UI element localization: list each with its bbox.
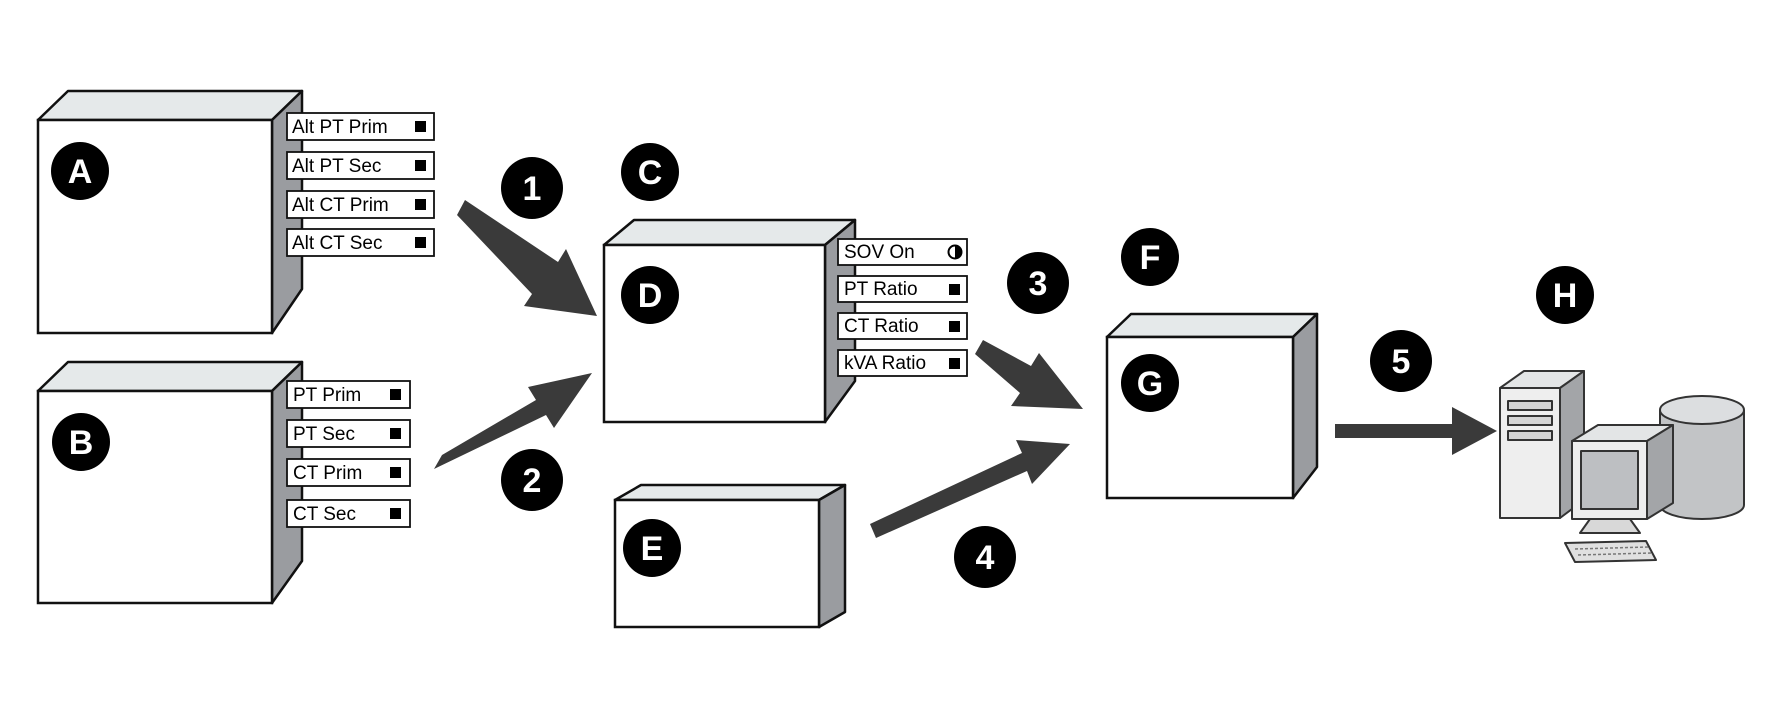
port-label: kVA Ratio (844, 353, 926, 374)
module-box-b: PT Prim PT Sec CT Prim CT Sec (36, 360, 411, 605)
port-label: PT Ratio (844, 279, 918, 300)
badge-c-label: C (638, 154, 663, 192)
box-e-top (613, 483, 847, 502)
arrow-5 (1335, 407, 1497, 455)
port-label: CT Sec (293, 504, 356, 525)
port-label: CT Ratio (844, 316, 919, 337)
badge-g-label: G (1137, 365, 1163, 403)
square-indicator-icon (415, 237, 426, 248)
arrow-4 (870, 440, 1070, 538)
badge-a-label: A (68, 153, 93, 191)
port-a-3: Alt CT Sec (286, 228, 435, 257)
badge-f-label: F (1140, 239, 1161, 277)
port-d-0: SOV On (837, 238, 968, 266)
square-indicator-icon (949, 284, 960, 295)
port-label: CT Prim (293, 463, 362, 484)
step-4-label: 4 (976, 539, 995, 577)
port-a-0: Alt PT Prim (286, 112, 435, 141)
square-indicator-icon (415, 160, 426, 171)
port-list-b: PT Prim PT Sec CT Prim CT Sec (286, 380, 411, 528)
box-a-top (36, 89, 304, 122)
database-icon (1659, 395, 1745, 520)
square-indicator-icon (390, 428, 401, 439)
square-indicator-icon (949, 321, 960, 332)
port-label: Alt PT Sec (292, 156, 381, 177)
step-3-label: 3 (1029, 265, 1048, 303)
port-b-2: CT Prim (286, 458, 411, 487)
port-d-2: CT Ratio (837, 312, 968, 340)
port-label: PT Prim (293, 385, 361, 406)
badge-e-label: E (641, 530, 664, 568)
badge-f: F (1121, 228, 1179, 286)
port-d-3: kVA Ratio (837, 349, 968, 377)
module-box-a: Alt PT Prim Alt PT Sec Alt CT Prim Alt C… (36, 89, 435, 335)
badge-h-label: H (1553, 277, 1578, 315)
square-indicator-icon (415, 199, 426, 210)
badges: A B C D E F G H (51, 142, 1594, 588)
port-label: Alt CT Sec (292, 233, 382, 254)
port-label: PT Sec (293, 424, 355, 445)
badge-b: B (52, 413, 110, 471)
step-5-label: 5 (1392, 343, 1411, 381)
tower-icon (1499, 370, 1585, 519)
step-1-label: 1 (523, 170, 542, 208)
badge-a: A (51, 142, 109, 200)
arrow-2 (434, 373, 592, 469)
port-list-a: Alt PT Prim Alt PT Sec Alt CT Prim Alt C… (286, 112, 435, 257)
badge-c: C (621, 143, 679, 201)
arrow-3 (975, 340, 1083, 409)
port-label: Alt PT Prim (292, 117, 388, 138)
arrow-1 (457, 200, 597, 316)
port-b-0: PT Prim (286, 380, 411, 409)
step-badge-5: 5 (1370, 330, 1432, 392)
port-label: Alt CT Prim (292, 195, 389, 216)
arrows (434, 200, 1497, 538)
port-a-1: Alt PT Sec (286, 151, 435, 180)
step-badge-4: 4 (954, 526, 1016, 588)
box-g-top (1105, 312, 1319, 339)
port-label: SOV On (844, 242, 915, 263)
square-indicator-icon (390, 389, 401, 400)
half-circle-indicator-icon (947, 244, 963, 260)
box-d-top (602, 218, 857, 247)
port-a-2: Alt CT Prim (286, 190, 435, 219)
keyboard-icon (1564, 540, 1657, 563)
port-d-1: PT Ratio (837, 275, 968, 303)
square-indicator-icon (390, 508, 401, 519)
step-badge-1: 1 (501, 157, 563, 219)
port-b-1: PT Sec (286, 419, 411, 448)
box-g-side (1291, 312, 1319, 500)
badge-h: H (1536, 266, 1594, 324)
badge-b-label: B (69, 424, 94, 462)
box-b-top (36, 360, 304, 393)
box-e-side (817, 483, 847, 629)
badge-g: G (1121, 354, 1179, 412)
step-2-label: 2 (523, 462, 542, 500)
badge-e: E (623, 519, 681, 577)
square-indicator-icon (390, 467, 401, 478)
square-indicator-icon (949, 358, 960, 369)
monitor-icon (1571, 424, 1674, 534)
module-box-d: SOV On PT Ratio CT Ratio kVA Ratio (602, 218, 968, 424)
step-badge-3: 3 (1007, 252, 1069, 314)
port-b-3: CT Sec (286, 499, 411, 528)
badge-d: D (621, 266, 679, 324)
badge-d-label: D (638, 277, 663, 315)
port-list-d: SOV On PT Ratio CT Ratio kVA Ratio (837, 238, 968, 377)
square-indicator-icon (415, 121, 426, 132)
step-badge-2: 2 (501, 449, 563, 511)
workstation-database-icon (1499, 370, 1745, 563)
